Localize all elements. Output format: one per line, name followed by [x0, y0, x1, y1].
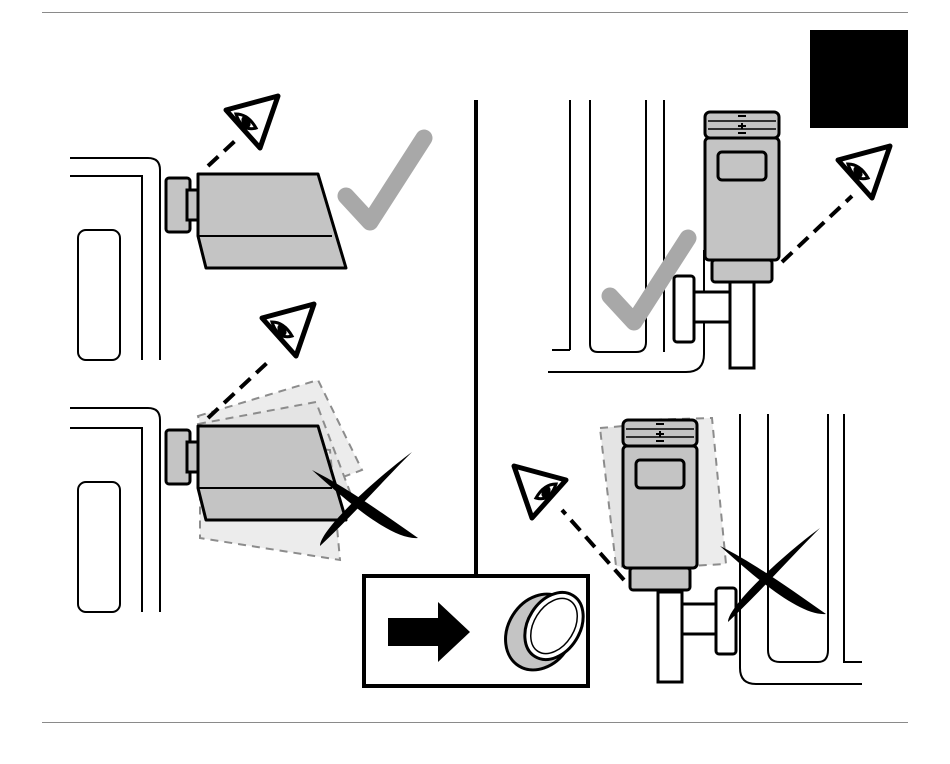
- valve-pipe-top-right: [674, 276, 754, 368]
- panel-top-right: [548, 100, 890, 372]
- eye-icon: [514, 466, 566, 518]
- eye-icon: [226, 96, 278, 148]
- radiator-bottom-left: [70, 408, 160, 612]
- sight-line-top-right: [782, 196, 852, 262]
- check-icon: [346, 138, 424, 222]
- radiator-bottom-right: [740, 414, 862, 684]
- adapter-inset: [364, 576, 595, 686]
- thermostat-tilted: [166, 426, 346, 520]
- thermostat-vertical-tilted: [623, 420, 697, 590]
- eye-icon: [838, 146, 890, 198]
- sight-line-top-left: [208, 140, 236, 166]
- panel-bottom-left: [70, 304, 418, 612]
- thermostat-horizontal: [166, 174, 346, 268]
- valve-pipe-bottom-right: [658, 588, 736, 682]
- radiator-top-left: [70, 158, 160, 360]
- panel-top-left: [70, 96, 424, 360]
- thermostat-vertical: [705, 112, 779, 282]
- cross-icon: [720, 528, 826, 622]
- eye-icon: [262, 304, 314, 356]
